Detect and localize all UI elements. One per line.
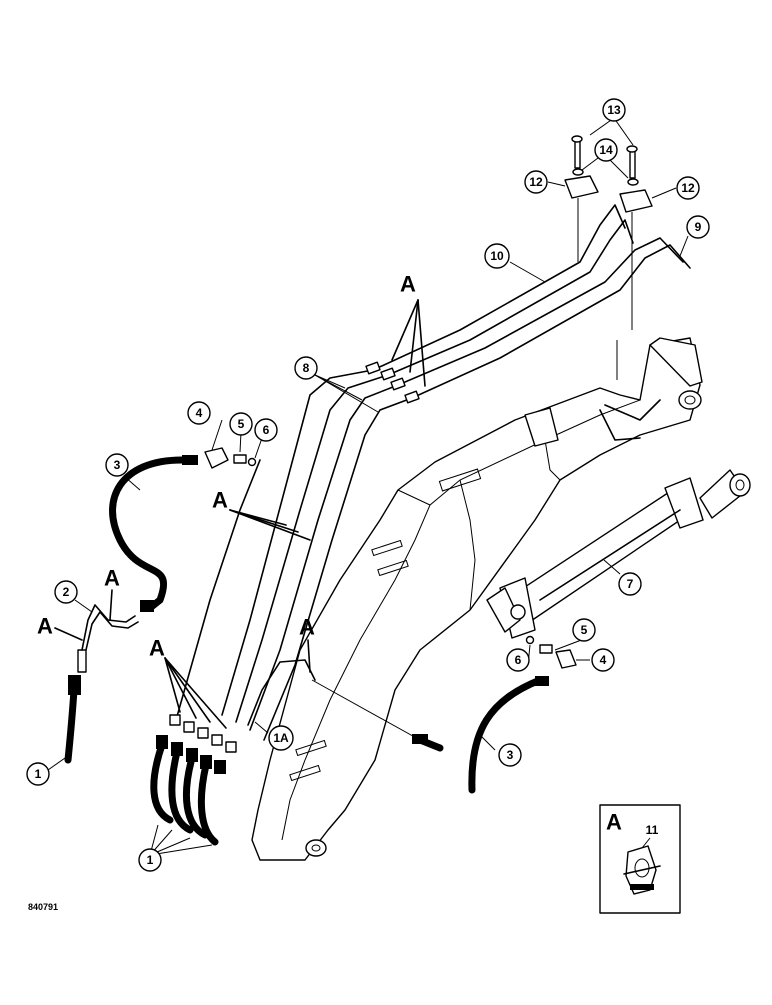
ref-letter-a: A	[37, 614, 53, 639]
hose-3-left	[109, 455, 198, 612]
boom-cylinder	[486, 469, 751, 639]
svg-text:3: 3	[114, 458, 121, 472]
ref-letter-a: A	[400, 272, 416, 297]
ref-letter-a: A	[149, 636, 165, 661]
tube-end-fittings	[169, 361, 420, 753]
svg-text:5: 5	[581, 623, 588, 637]
fittings-4-5-6-left	[204, 447, 257, 469]
boom-assembly	[251, 337, 703, 861]
callout-6-right: 6	[506, 648, 530, 672]
callout-7: 7	[618, 572, 642, 596]
reference-letters: A A A A A A	[37, 272, 416, 661]
hoses-group-1	[150, 735, 226, 846]
svg-text:10: 10	[490, 249, 504, 263]
svg-text:14: 14	[599, 143, 613, 157]
callout-14: 14	[594, 138, 618, 162]
svg-text:6: 6	[515, 653, 522, 667]
svg-text:7: 7	[627, 577, 634, 591]
svg-text:1: 1	[147, 853, 154, 867]
ref-letter-a: A	[299, 615, 315, 640]
svg-text:2: 2	[63, 585, 70, 599]
drawing-number: 840791	[28, 902, 58, 912]
callout-13: 13	[602, 98, 626, 122]
callout-9: 9	[686, 215, 710, 239]
fittings-4-5-6-right	[525, 635, 577, 669]
svg-text:1A: 1A	[273, 731, 289, 745]
callout-12-left: 12	[524, 170, 548, 194]
clamp-hardware	[564, 135, 653, 213]
svg-text:4: 4	[600, 653, 607, 667]
svg-text:1: 1	[35, 767, 42, 781]
callout-4-left: 4	[187, 401, 211, 425]
callout-3-right: 3	[498, 743, 522, 767]
callout-8: 8	[294, 356, 318, 380]
callout-1-left: 1	[26, 762, 50, 786]
svg-text:4: 4	[196, 406, 203, 420]
svg-text:6: 6	[263, 423, 270, 437]
clamp-11-icon	[623, 845, 661, 895]
callout-10: 10	[484, 243, 510, 269]
callout-bubbles: 13 14 12 12 9 10 8 4 5 6 3 2 1 1 1A 7 5 …	[26, 98, 710, 872]
inset-letter: A	[606, 810, 622, 835]
inset-part-label: 11	[646, 823, 659, 837]
callout-2: 2	[54, 580, 78, 604]
svg-text:5: 5	[238, 417, 245, 431]
svg-text:8: 8	[303, 361, 310, 375]
callout-1A: 1A	[268, 725, 294, 751]
callout-1-bottom: 1	[138, 848, 162, 872]
svg-text:13: 13	[607, 103, 621, 117]
svg-text:12: 12	[529, 175, 543, 189]
rigid-tube-lines	[175, 198, 691, 741]
callout-6-left: 6	[254, 418, 278, 442]
svg-text:9: 9	[695, 220, 702, 234]
svg-text:3: 3	[507, 748, 514, 762]
callout-5-right: 5	[572, 618, 596, 642]
callout-4-right: 4	[591, 648, 615, 672]
callout-12-right: 12	[676, 176, 700, 200]
hose-3-right	[412, 676, 549, 794]
hose-1-single	[64, 649, 87, 764]
detail-inset-a: A 11	[599, 804, 681, 914]
ref-letter-a: A	[212, 488, 228, 513]
svg-text:12: 12	[681, 181, 695, 195]
tube-2	[81, 604, 139, 651]
callout-5-left: 5	[229, 412, 253, 436]
ref-letter-a: A	[104, 566, 120, 591]
callout-3-left: 3	[105, 453, 129, 477]
